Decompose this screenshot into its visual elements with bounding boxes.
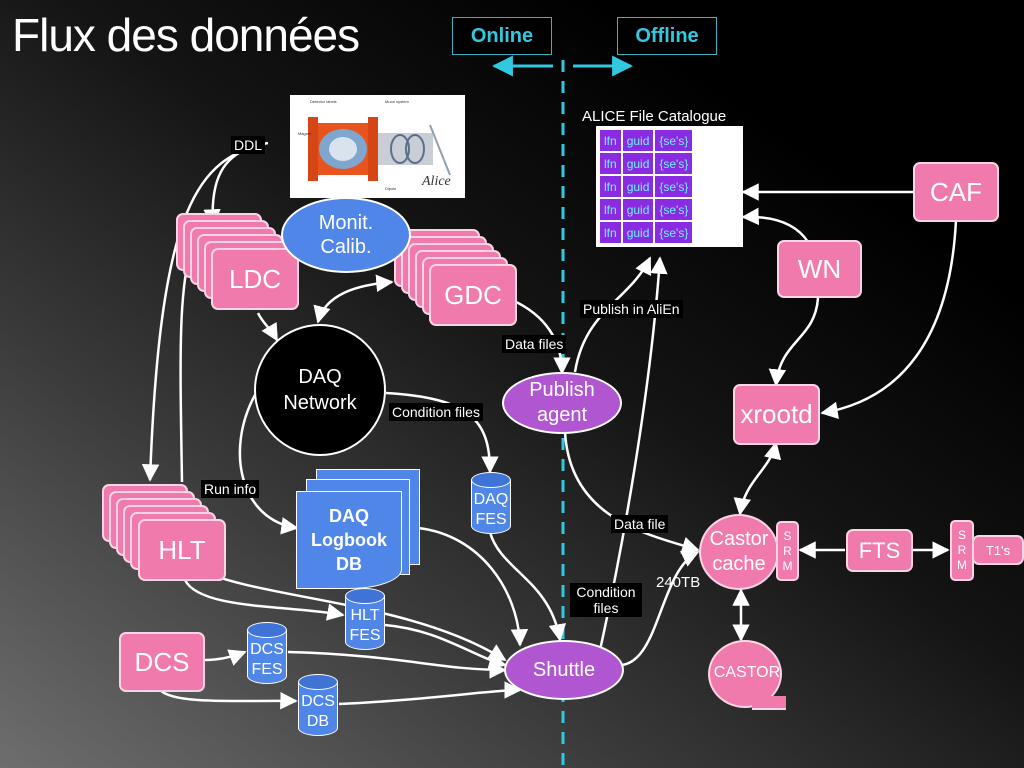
- logbook-shuttle-link: [417, 526, 529, 647]
- wn-catalogue-link: [741, 207, 810, 243]
- wn-node[interactable]: WN: [777, 240, 862, 298]
- srm-letter: S: [783, 528, 792, 543]
- publish-alien-label: Publish in AliEn: [580, 300, 683, 318]
- condition-files-label: Condition files: [389, 403, 483, 421]
- fts-node[interactable]: FTS: [846, 529, 913, 572]
- catalogue-cell: lfn: [600, 153, 621, 174]
- srm-letter: S: [957, 528, 966, 542]
- daq-network-node[interactable]: DAQ Network: [254, 324, 386, 456]
- dcs-db[interactable]: DCS DB: [298, 674, 338, 736]
- catalogue-cell: guid: [622, 222, 654, 243]
- run-info-label: Run info: [201, 480, 260, 498]
- catalogue-cell: {se's}: [655, 130, 693, 151]
- castor-label: CASTOR: [713, 664, 781, 681]
- shuttle-castor-link: [621, 550, 700, 667]
- catalogue-cell: guid: [622, 199, 654, 220]
- svg-text:Muon system: Muon system: [385, 99, 409, 104]
- capacity-label: 240TB: [656, 574, 701, 591]
- ldc-daq-link: [256, 312, 279, 342]
- dcs-node[interactable]: DCS: [119, 632, 205, 692]
- dcsfes-shuttle-link: [287, 650, 507, 679]
- daq-fes-db[interactable]: DAQ FES: [471, 472, 511, 534]
- catalogue-cell: guid: [622, 130, 654, 151]
- dcs-dcsfes-link: [204, 649, 247, 666]
- catalogue-title: ALICE File Catalogue: [582, 108, 727, 125]
- dcs-fes-label: DCS FES: [250, 641, 284, 678]
- catalogue-cell: {se's}: [655, 153, 693, 174]
- dcs-db-label: DCS DB: [301, 693, 335, 730]
- offline-label: Offline: [617, 17, 717, 55]
- monit-calib-node[interactable]: Monit. Calib.: [281, 197, 411, 273]
- srm-letter: R: [783, 543, 792, 558]
- dcs-fes-db[interactable]: DCS FES: [247, 622, 287, 684]
- castor-tape-tail: [752, 696, 786, 710]
- daq-fes-label: DAQ FES: [473, 491, 509, 528]
- srm-letter: R: [957, 543, 967, 557]
- shuttle-node[interactable]: Shuttle: [504, 640, 624, 700]
- hlt-hltfes-link: [183, 579, 345, 621]
- srm-t1[interactable]: S R M: [950, 520, 974, 581]
- daq-logbook-db[interactable]: DAQ Logbook DB: [296, 491, 402, 589]
- catalogue-cell: {se's}: [655, 222, 693, 243]
- castor-cache-node[interactable]: Castor cache: [699, 514, 779, 590]
- ddl-hlt-link: [141, 141, 266, 482]
- catalogue-cell: lfn: [600, 199, 621, 220]
- dcsdb-shuttle-link: [338, 681, 522, 706]
- gdc-publish-link: [511, 298, 571, 375]
- catalogue-cell: guid: [622, 176, 654, 197]
- caf-node[interactable]: CAF: [913, 162, 999, 222]
- ddl-label: DDL: [231, 136, 266, 154]
- srm-letter: M: [782, 558, 793, 573]
- publish-agent-node[interactable]: Publish agent: [502, 372, 622, 434]
- catalogue-cell: lfn: [600, 222, 621, 243]
- detector-illustration: Detector labels Muon system Magnet Dipol…: [298, 99, 451, 191]
- hltfes-shuttle-link: [384, 623, 507, 670]
- t1s-node[interactable]: T1's: [972, 535, 1024, 565]
- daq-logbook-link: [238, 394, 299, 535]
- daqfes-shuttle-link: [488, 531, 567, 642]
- xrootd-node[interactable]: xrootd: [733, 384, 820, 445]
- srm-castor[interactable]: S R M: [776, 521, 799, 581]
- catalogue-cell: guid: [622, 153, 654, 174]
- hlt-fes-db[interactable]: HLT FES: [345, 588, 385, 650]
- svg-text:Detector labels: Detector labels: [310, 99, 337, 104]
- gdc-daq-link: [313, 274, 394, 324]
- hlt-node[interactable]: HLT: [138, 519, 226, 581]
- alice-detector-image: Detector labels Muon system Magnet Dipol…: [290, 95, 465, 198]
- catalogue-cell: lfn: [600, 176, 621, 197]
- catalogue-cell: {se's}: [655, 199, 693, 220]
- catalogue-cell: {se's}: [655, 176, 693, 197]
- wn-xrootd-link: [768, 297, 820, 387]
- dcs-dcsdb-link: [159, 689, 298, 710]
- online-label: Online: [452, 17, 552, 55]
- castor-node[interactable]: CASTOR: [708, 640, 786, 710]
- ldc-node[interactable]: LDC: [211, 248, 299, 310]
- hlt-fes-label: HLT FES: [349, 607, 381, 644]
- data-files-label: Data files: [502, 335, 567, 353]
- svg-text:Magnet: Magnet: [298, 131, 312, 136]
- caf-xrootd-link: [820, 219, 958, 420]
- svg-text:Dipole: Dipole: [385, 186, 397, 191]
- detector-caption: Alice: [421, 174, 451, 189]
- data-file-label: Data file: [611, 515, 669, 533]
- page-title: Flux des données: [12, 9, 360, 61]
- catalogue-cell: lfn: [600, 130, 621, 151]
- condition-files-label-2: Condition files: [570, 583, 642, 617]
- gdc-node[interactable]: GDC: [429, 264, 517, 326]
- hlt-shuttle-link: [194, 566, 507, 662]
- cache-xrootd-link: [733, 441, 782, 516]
- srm-letter: M: [957, 558, 967, 572]
